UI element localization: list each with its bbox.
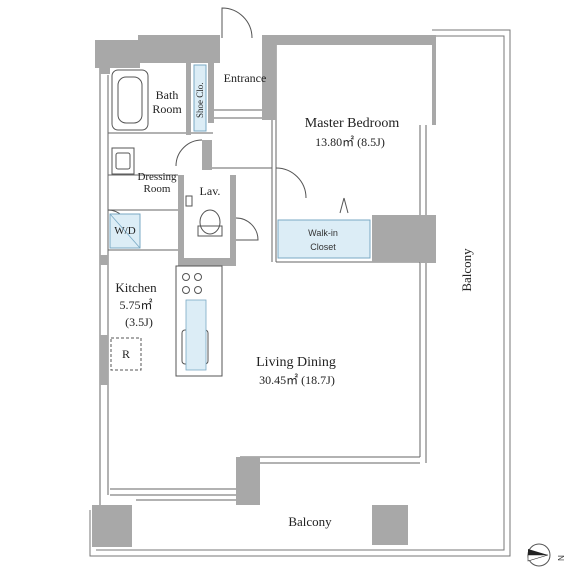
kitchen-tatami: (3.5J) (125, 315, 153, 329)
doors (107, 7, 349, 241)
living-dining-label: Living Dining (256, 355, 336, 370)
bath-room-label-2: Room (152, 102, 182, 116)
walk-in-closet-label-1: Walk-in (308, 228, 338, 238)
kitchen-sink-strip (185, 299, 207, 371)
walk-in-closet-box (277, 219, 371, 259)
walk-in-closet-label-2: Closet (310, 242, 336, 252)
master-bedroom-label: Master Bedroom (305, 116, 400, 131)
shoe-closet-box (193, 64, 207, 132)
compass-label: N (556, 555, 565, 561)
kitchen-label: Kitchen (115, 280, 157, 295)
dressing-sink (111, 147, 135, 175)
washer-dryer-label: W/D (114, 225, 135, 237)
balcony-right-label: Balcony (459, 248, 474, 292)
lavatory-fixtures (185, 195, 223, 237)
bathtub (111, 69, 149, 131)
compass-icon: N (527, 543, 565, 567)
shoe-closet-label: Shoe Clo. (195, 82, 205, 118)
dressing-room-label-2: Room (144, 183, 171, 195)
refrigerator-box (110, 337, 142, 371)
dressing-room-label-1: Dressing (137, 171, 177, 183)
balcony-railing (89, 29, 511, 557)
walls (92, 35, 436, 547)
balcony-bottom-label: Balcony (288, 514, 332, 529)
entrance-label: Entrance (224, 71, 267, 85)
refrigerator-label: R (122, 347, 130, 361)
kitchen-area: 5.75㎡ (119, 298, 152, 312)
master-bedroom-area: 13.80㎡ (8.5J) (315, 135, 385, 149)
bath-room-label-1: Bath (156, 88, 179, 102)
living-dining-area: 30.45㎡ (18.7J) (259, 373, 335, 387)
lavatory-label: Lav. (200, 184, 221, 198)
